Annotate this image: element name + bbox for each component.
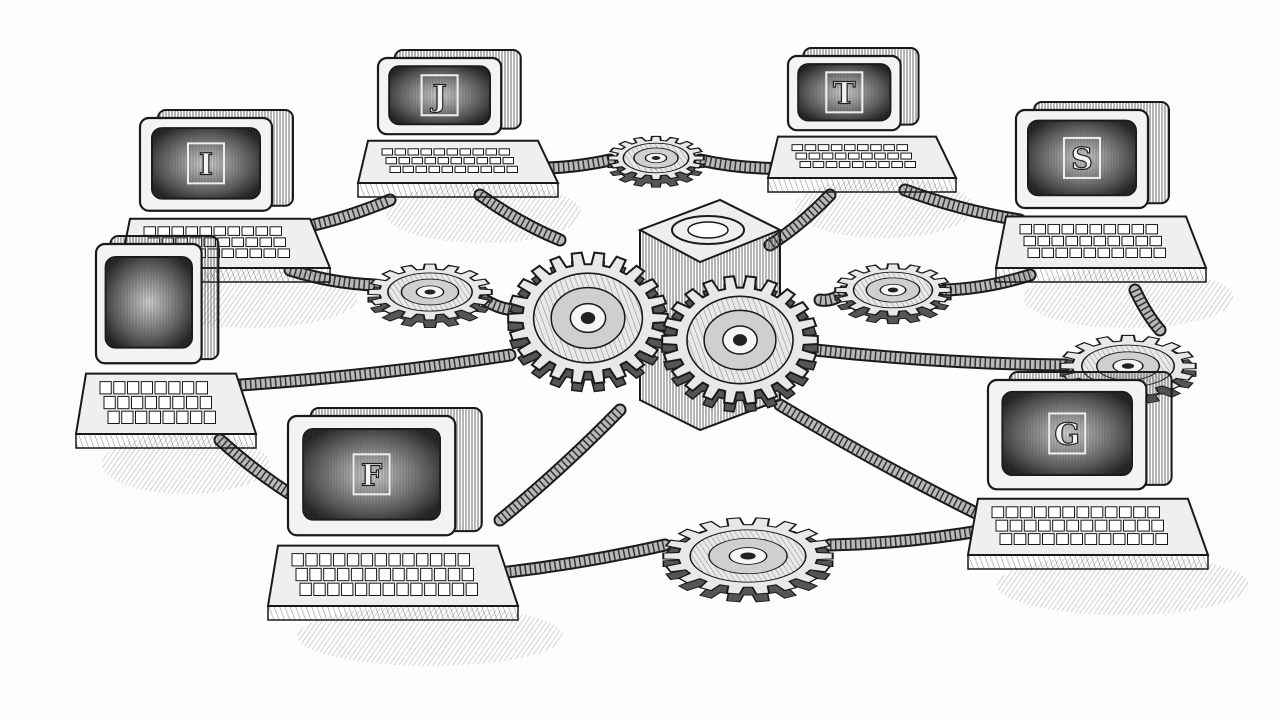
screen-glyph: G — [1054, 417, 1080, 452]
cable — [239, 350, 511, 390]
cable — [1130, 288, 1164, 333]
computers: J T I S F G — [74, 47, 1210, 621]
screen-glyph: F — [361, 458, 382, 493]
computer-top-right: T — [766, 47, 958, 193]
screen-glyph: I — [199, 147, 213, 182]
computer-bottom-right: G — [966, 371, 1210, 570]
keyboard-keys-icon — [99, 381, 216, 425]
gear-bottom-icon — [662, 517, 834, 603]
computer-bottom-left: F — [266, 407, 520, 621]
hub-gear-right-icon — [661, 275, 819, 413]
cable — [777, 401, 992, 525]
small-gears — [367, 135, 1197, 603]
keyboard-keys-icon — [291, 553, 478, 597]
cable — [517, 155, 611, 173]
cable — [699, 155, 791, 173]
computer-right: S — [994, 101, 1208, 283]
gear-left-icon — [367, 263, 493, 328]
computer-left — [74, 235, 258, 449]
screen-glyph: T — [833, 76, 856, 111]
gear-top-icon — [607, 135, 705, 188]
hub-gear-left-icon — [507, 251, 669, 393]
screen-glyph: J — [429, 79, 446, 114]
keyboard-keys-icon — [991, 506, 1169, 545]
keyboard-keys-icon — [1019, 224, 1166, 258]
cable — [479, 540, 666, 580]
computer-top-center: J — [356, 49, 560, 198]
screen-glyph: S — [1071, 142, 1093, 177]
keyboard-keys-icon — [791, 144, 917, 168]
central-gear-hub — [507, 198, 819, 432]
cable — [767, 191, 834, 249]
cable — [903, 185, 1021, 225]
keyboard-keys-icon — [381, 148, 518, 173]
cable — [814, 345, 1066, 370]
gear-right-icon — [834, 263, 952, 325]
